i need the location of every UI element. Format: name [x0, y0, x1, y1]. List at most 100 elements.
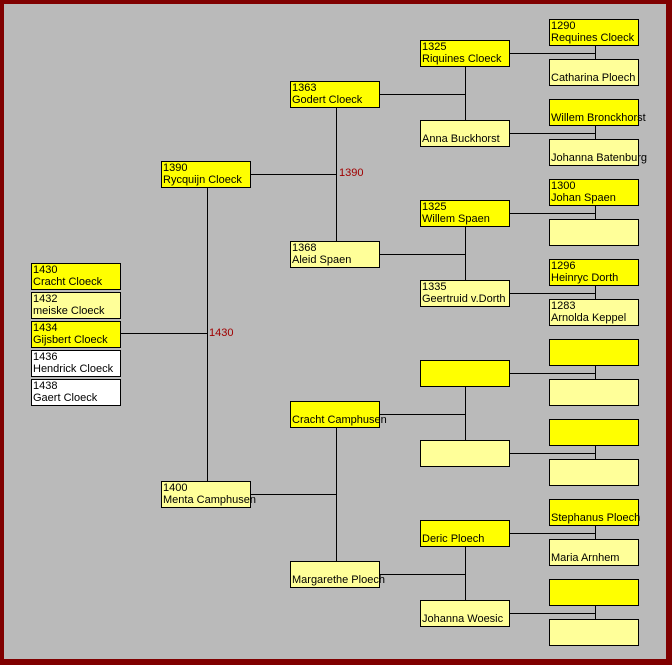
person-name: Johan Spaen — [551, 192, 616, 204]
person-year — [551, 60, 638, 72]
person-name — [551, 352, 638, 364]
person-box-catharina-ploech[interactable]: Catharina Ploech — [549, 59, 639, 86]
connector-line — [508, 133, 595, 134]
person-year: 1325 — [422, 201, 447, 213]
person-name: Gijsbert Cloeck — [33, 334, 108, 346]
person-year — [551, 620, 638, 632]
person-year: 1390 — [163, 162, 188, 174]
person-year — [551, 140, 638, 152]
person-box-empty[interactable] — [549, 619, 639, 646]
marriage-year-label: 1430 — [209, 327, 234, 339]
person-name — [551, 472, 638, 484]
person-box-cracht-camphusen[interactable]: Cracht Camphusen — [290, 401, 387, 428]
person-name: Arnolda Keppel — [551, 312, 627, 324]
person-year: 1300 — [551, 180, 576, 192]
connector-line — [595, 285, 596, 299]
person-year — [551, 500, 638, 512]
person-year: 1434 — [33, 322, 58, 334]
connector-line — [508, 613, 595, 614]
person-year — [422, 441, 509, 453]
person-name — [551, 392, 638, 404]
person-name: Stephanus Ploech — [551, 512, 641, 524]
person-box-johanna-batenburg[interactable]: Johanna Batenburg — [549, 139, 648, 166]
person-box-empty[interactable] — [420, 360, 510, 387]
person-year: 1325 — [422, 41, 447, 53]
person-year: 1363 — [292, 82, 317, 94]
person-year — [551, 420, 638, 432]
person-year: 1438 — [33, 380, 58, 392]
person-box-empty[interactable] — [549, 339, 639, 366]
connector-line — [595, 45, 596, 59]
connector-line — [379, 414, 465, 415]
person-box-empty[interactable] — [420, 440, 510, 467]
person-name: Deric Ploech — [422, 533, 485, 545]
person-box-empty[interactable] — [549, 579, 639, 606]
connector-line — [508, 533, 595, 534]
person-box-empty[interactable] — [549, 219, 639, 246]
connector-line — [249, 174, 336, 175]
connector-line — [465, 226, 466, 280]
person-name — [422, 373, 509, 385]
person-name — [551, 232, 638, 244]
person-year: 1432 — [33, 293, 58, 305]
person-year: 1436 — [33, 351, 58, 363]
person-name — [551, 632, 638, 644]
person-name: Rycquijn Cloeck — [163, 174, 242, 186]
person-name: Catharina Ploech — [551, 72, 636, 84]
person-box-johanna-woesic[interactable]: Johanna Woesic — [420, 600, 510, 627]
connector-line — [595, 205, 596, 219]
person-box-empty[interactable] — [549, 379, 639, 406]
connector-line — [119, 333, 207, 334]
person-box-margarethe-ploech[interactable]: Margarethe Ploech — [290, 561, 385, 588]
person-year — [292, 402, 379, 414]
connector-line — [508, 373, 595, 374]
person-name: Willem Bronckhorst — [551, 112, 646, 124]
connector-line — [595, 605, 596, 619]
person-box-deric-ploech[interactable]: Deric Ploech — [420, 520, 510, 547]
person-year: 1290 — [551, 20, 576, 32]
connector-line — [595, 125, 596, 139]
person-box-stephanus-ploech[interactable]: Stephanus Ploech — [549, 499, 641, 526]
person-year — [551, 220, 638, 232]
person-name: Johanna Batenburg — [551, 152, 648, 164]
person-box-empty[interactable] — [549, 419, 639, 446]
marriage-year-label: 1390 — [339, 167, 364, 179]
person-name: Anna Buckhorst — [422, 133, 500, 145]
person-year — [422, 601, 509, 613]
person-box-willem-bronckhorst[interactable]: Willem Bronckhorst — [549, 99, 646, 126]
person-year — [551, 460, 638, 472]
person-name: Hendrick Cloeck — [33, 363, 114, 375]
connector-line — [379, 574, 465, 575]
person-name: Cracht Camphusen — [292, 414, 387, 426]
person-box-maria-arnhem[interactable]: Maria Arnhem — [549, 539, 639, 566]
person-year — [551, 340, 638, 352]
person-year: 1368 — [292, 242, 317, 254]
person-year — [551, 380, 638, 392]
person-name: meiske Cloeck — [33, 305, 105, 317]
person-box-anna-buckhorst[interactable]: Anna Buckhorst — [420, 120, 510, 147]
person-box-empty[interactable] — [549, 459, 639, 486]
person-name: Geertruid v.Dorth — [422, 293, 506, 305]
person-year — [551, 540, 638, 552]
person-year: 1430 — [33, 264, 58, 276]
person-year — [422, 521, 509, 533]
connector-line — [207, 187, 208, 481]
connector-line — [595, 445, 596, 459]
